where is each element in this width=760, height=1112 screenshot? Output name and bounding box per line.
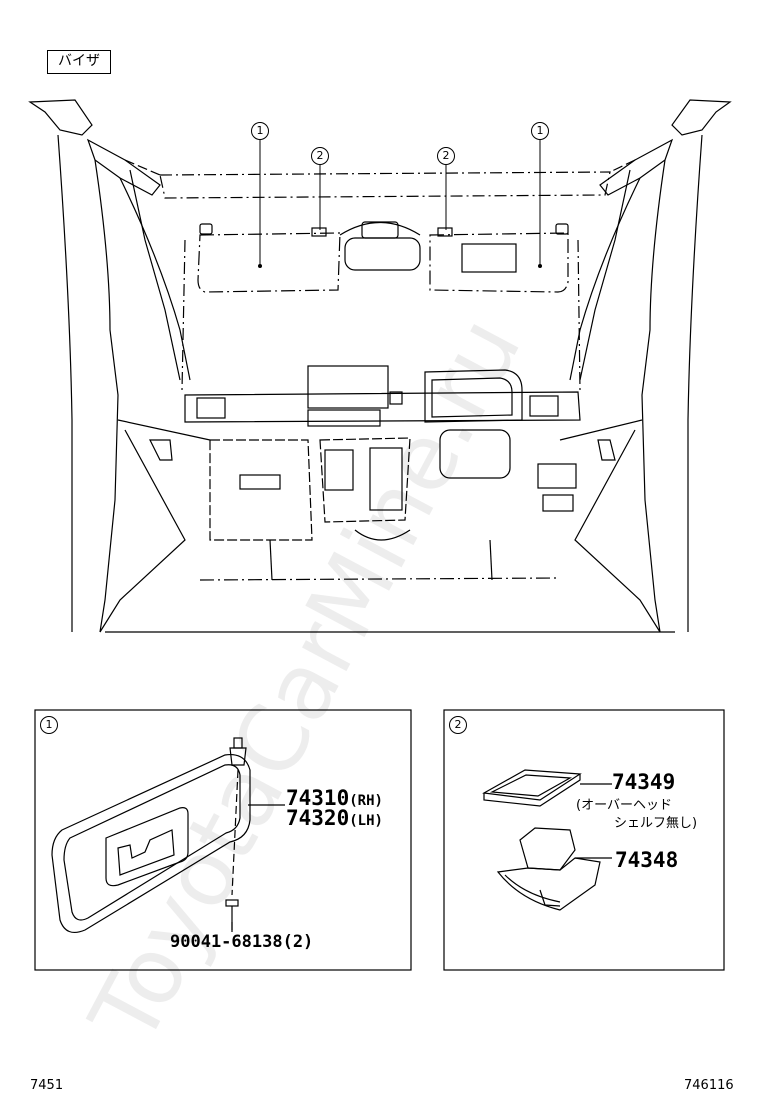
footer-left-code: 7451 [30, 1078, 64, 1093]
part-74310-label: 74310(RH) [286, 786, 383, 810]
screw-part-label: 90041-68138(2) [170, 932, 314, 952]
part-74349-note-line2: シェルフ無し) [614, 816, 698, 831]
interior-overview-illustration [28, 99, 732, 633]
part-74320-label: 74320(LH) [286, 806, 383, 830]
footer-right-code: 746116 [684, 1078, 734, 1093]
callout-2-left: 2 [311, 147, 329, 165]
callout-1-right: 1 [531, 122, 549, 140]
part-74348-label: 74348 [615, 848, 679, 872]
part-74349-label: 74349 [612, 770, 676, 794]
panel-2-callout: 2 [449, 716, 467, 734]
callout-1-left: 1 [251, 122, 269, 140]
panel-1-callout: 1 [40, 716, 58, 734]
category-tag: バイザ [47, 50, 111, 74]
callout-2-right: 2 [437, 147, 455, 165]
part-74349-note-line1: (オーバーヘッド [576, 798, 672, 813]
